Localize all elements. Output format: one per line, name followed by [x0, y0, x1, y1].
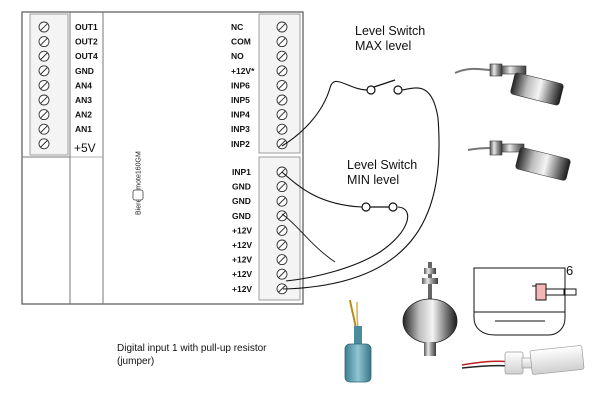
right-terminal-screw — [276, 65, 288, 77]
right-terminal-label: INP6 — [231, 80, 250, 90]
right-terminal-screw — [276, 123, 288, 135]
right-terminal-label: INP2 — [231, 139, 250, 149]
max-level-switch-symbol — [366, 79, 403, 95]
float-switch-white-photo — [461, 345, 585, 375]
model-label-badge — [132, 189, 144, 201]
right-terminal-screw — [276, 36, 288, 48]
right-terminal-screw — [276, 195, 288, 207]
left-terminal-screw — [38, 109, 50, 121]
right-terminal-label: GND — [232, 182, 251, 192]
controller-board — [21, 11, 304, 305]
right-terminal-screw — [276, 109, 288, 121]
wire-gnd-return — [281, 213, 336, 263]
right-terminal-screw — [276, 268, 288, 280]
right-terminal-screw — [276, 94, 288, 106]
right-terminal-screw — [276, 239, 288, 251]
right-terminal-screw — [276, 79, 288, 91]
tank-level-sketch — [473, 267, 577, 336]
left-terminal-screw — [38, 138, 50, 150]
supply-label: +5V — [74, 141, 96, 155]
right-terminal-label: INP1 — [232, 167, 251, 177]
right-terminal-screw — [276, 210, 288, 222]
right-terminal-screw — [276, 254, 288, 266]
right-terminal-label: NC — [231, 22, 243, 32]
right-terminal-screw — [276, 181, 288, 193]
caption-line-2: (jumper) — [117, 356, 154, 367]
max-switch-subtitle: MAX level — [355, 39, 411, 53]
left-terminal-label: AN1 — [75, 124, 92, 134]
max-switch-title: Level Switch — [355, 24, 425, 38]
right-terminal-label: INP3 — [231, 124, 250, 134]
min-switch-title: Level Switch — [347, 158, 417, 172]
left-terminal-label: OUT2 — [75, 37, 98, 47]
right-terminal-label: +12V — [232, 255, 252, 265]
left-terminal-screw — [38, 79, 50, 91]
caption-line-1: Digital input 1 with pull-up resistor — [117, 343, 267, 354]
min-switch-subtitle: MIN level — [347, 173, 399, 187]
float-switch-vertical-blue-photo — [344, 299, 372, 383]
left-terminal-label: GND — [75, 66, 94, 76]
float-switch-horizontal-photo-lower — [467, 140, 571, 181]
left-terminal-label: AN3 — [75, 95, 92, 105]
right-terminal-label: NO — [231, 51, 244, 61]
wire-max-switch-to-12v — [282, 87, 440, 290]
wiring — [281, 81, 440, 290]
right-terminal-label: +12V — [232, 269, 252, 279]
right-terminal-label: +12V — [232, 225, 252, 235]
right-terminal-label: +12V — [232, 284, 252, 294]
left-terminal-screw — [38, 94, 50, 106]
left-terminal-label: OUT1 — [75, 22, 98, 32]
wire-min-switch-to-12v — [285, 206, 409, 282]
right-terminal-label: +12V* — [231, 66, 255, 76]
left-terminal-screw — [38, 123, 50, 135]
right-terminal-label: INP4 — [231, 110, 250, 120]
left-terminal-screw — [38, 21, 50, 33]
right-terminal-screw — [276, 138, 288, 150]
min-level-switch-symbol — [361, 202, 398, 212]
left-terminal-screw — [38, 36, 50, 48]
right-terminal-label: +12V — [232, 240, 252, 250]
float-switch-vertical-steel-photo — [402, 262, 458, 356]
right-terminal-label: GND — [232, 196, 251, 206]
left-terminal-label: AN4 — [75, 80, 92, 90]
right-terminal-label: INP5 — [231, 95, 250, 105]
right-terminal-screw — [276, 50, 288, 62]
left-terminal-screw — [38, 65, 50, 77]
left-terminal-screw — [38, 50, 50, 62]
wire-inp2-to-max-switch — [281, 81, 369, 147]
right-terminal-screw — [276, 224, 288, 236]
right-terminal-label: GND — [232, 211, 251, 221]
right-terminal-screw — [276, 21, 288, 33]
svg-text:BiereRemote160GM: BiereRemote160GM — [136, 151, 143, 215]
left-terminal-label: OUT4 — [75, 51, 98, 61]
model-label: BiereRemote160GM — [136, 151, 143, 215]
sensor-number-label: 6 — [566, 263, 573, 278]
wire-inp1-to-min-switch — [281, 171, 363, 208]
right-terminal-label: COM — [231, 37, 251, 47]
float-switch-horizontal-photo-upper — [454, 63, 564, 106]
left-terminal-label: AN2 — [75, 110, 92, 120]
